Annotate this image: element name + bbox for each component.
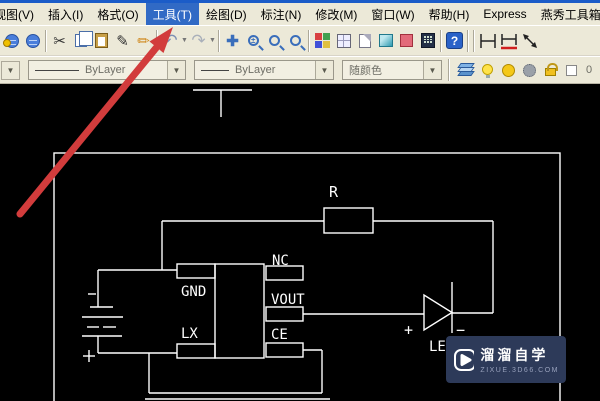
toolbar-separator (440, 29, 442, 52)
menu-insert[interactable]: 插入(I) (48, 7, 84, 22)
ic-pin-lx (176, 343, 216, 359)
menu-tools[interactable]: 工具(T) (145, 3, 199, 25)
titlebar-edge (0, 0, 600, 3)
hyperlink-globe-icon[interactable] (22, 30, 43, 51)
ic-body (214, 263, 265, 359)
zoom-window-icon[interactable] (264, 30, 285, 51)
menu-bar: 视图(V) 插入(I) 格式(O) 工具(T) 绘图(D) 标注(N) 修改(M… (0, 3, 600, 25)
lx-pin-label: LX (181, 326, 198, 342)
pan-icon[interactable]: ✚ (226, 32, 239, 50)
paste-icon[interactable] (91, 30, 112, 51)
ce-pin-label: CE (271, 327, 288, 343)
plotstyle-combobox[interactable]: 随颜色 ▼ (342, 60, 442, 80)
menu-yanxiu-toolbox[interactable]: 燕秀工具箱2 (540, 7, 600, 22)
toolbar-separator (156, 29, 158, 52)
menu-help[interactable]: 帮助(H) (428, 7, 470, 22)
sheetset-manager-icon[interactable] (375, 30, 396, 51)
toolbar-separator (448, 59, 450, 81)
designcenter-icon[interactable] (333, 30, 354, 51)
chevron-down-icon[interactable]: ▼ (167, 61, 185, 79)
tool-palettes-icon[interactable] (354, 30, 375, 51)
toolbar-separator (308, 29, 310, 52)
properties-toolbar: ▼ ByLayer ▼ ByLayer ▼ 随颜色 ▼ 0 (0, 56, 600, 84)
chevron-down-icon[interactable]: ▼ (423, 61, 441, 79)
watermark-play-logo-icon (454, 348, 475, 371)
menu-view[interactable]: 视图(V) (0, 7, 34, 22)
standard-toolbar: ✂ ✎ ✏ ↶ ▼ ↷ ▼ ✚ ± ? (0, 25, 600, 56)
linetype-combobox[interactable]: ByLayer ▼ (28, 60, 186, 80)
gnd-pin-label: GND (181, 284, 206, 300)
copy-icon[interactable] (70, 30, 93, 51)
cut-icon[interactable]: ✂ (53, 32, 66, 50)
match-properties-icon[interactable]: ✎ (116, 32, 129, 50)
toolbar-separator (467, 29, 469, 52)
resistor-body (323, 207, 374, 234)
menu-window[interactable]: 窗口(W) (371, 7, 415, 22)
menu-express[interactable]: Express (483, 7, 527, 21)
redo-dropdown-icon[interactable]: ▼ (209, 37, 216, 44)
watermark-title: 溜溜自学 (480, 347, 549, 363)
help-icon[interactable]: ? (444, 30, 465, 51)
layer-on-bulb-icon[interactable] (477, 60, 498, 81)
toolbar-separator (473, 29, 475, 52)
markup-set-icon[interactable] (396, 30, 419, 51)
border-rectangle (53, 152, 561, 401)
ic-pin-vout (265, 306, 304, 322)
menu-modify[interactable]: 修改(M) (315, 7, 358, 22)
etransmit-icon[interactable] (1, 30, 22, 51)
layer-lock-icon[interactable] (540, 60, 561, 81)
resistor-label: R (329, 183, 339, 201)
dim-linear-icon[interactable] (477, 30, 498, 51)
menu-format[interactable]: 格式(O) (97, 7, 139, 22)
current-layer-name: 0 (586, 64, 593, 76)
toolbar-separator (218, 29, 220, 52)
color-dropdown-icon[interactable]: ▼ (1, 60, 20, 80)
layer-freeze-sun-icon[interactable] (498, 60, 519, 81)
undo-icon[interactable]: ↶ (163, 30, 178, 50)
led-plus-label: + (404, 321, 413, 339)
properties-palette-icon[interactable] (312, 30, 333, 51)
lineweight-combobox[interactable]: ByLayer ▼ (194, 60, 334, 80)
ic-pin-gnd (176, 263, 216, 279)
dim-baseline-icon[interactable] (498, 30, 519, 51)
led-minus-label: − (456, 321, 465, 339)
undo-dropdown-icon[interactable]: ▼ (181, 37, 188, 44)
ic-pin-nc (265, 265, 304, 281)
zoom-previous-icon[interactable] (285, 30, 306, 51)
zoom-realtime-icon[interactable]: ± (243, 30, 264, 51)
toolbar-separator (45, 29, 47, 52)
watermark-url: zixue.3d66.com (480, 367, 559, 374)
menu-draw[interactable]: 绘图(D) (205, 7, 247, 22)
vout-pin-label: VOUT (271, 292, 305, 308)
ic-pin-ce (265, 342, 304, 358)
watermark: 溜溜自学 zixue.3d66.com (446, 336, 566, 383)
layer-color-swatch[interactable] (561, 60, 582, 81)
menu-dimension[interactable]: 标注(N) (260, 7, 302, 22)
chevron-down-icon[interactable]: ▼ (315, 61, 333, 79)
block-editor-icon[interactable]: ✏ (137, 32, 150, 50)
quickcalc-icon[interactable] (417, 30, 438, 51)
circuit-drawing: R GND LX NC VOUT CE + − LED (53, 89, 561, 401)
led-triangle (423, 293, 454, 332)
redo-icon[interactable]: ↷ (191, 30, 206, 50)
nc-pin-label: NC (272, 253, 289, 269)
layer-manager-icon[interactable] (456, 60, 477, 81)
lineweight-preview (201, 69, 229, 71)
linetype-preview (35, 69, 79, 71)
dim-aligned-icon[interactable] (519, 30, 540, 51)
drawing-canvas[interactable]: R GND LX NC VOUT CE + − LED 溜溜自学 zixue.3… (0, 84, 600, 401)
layer-plot-icon[interactable] (519, 60, 540, 81)
